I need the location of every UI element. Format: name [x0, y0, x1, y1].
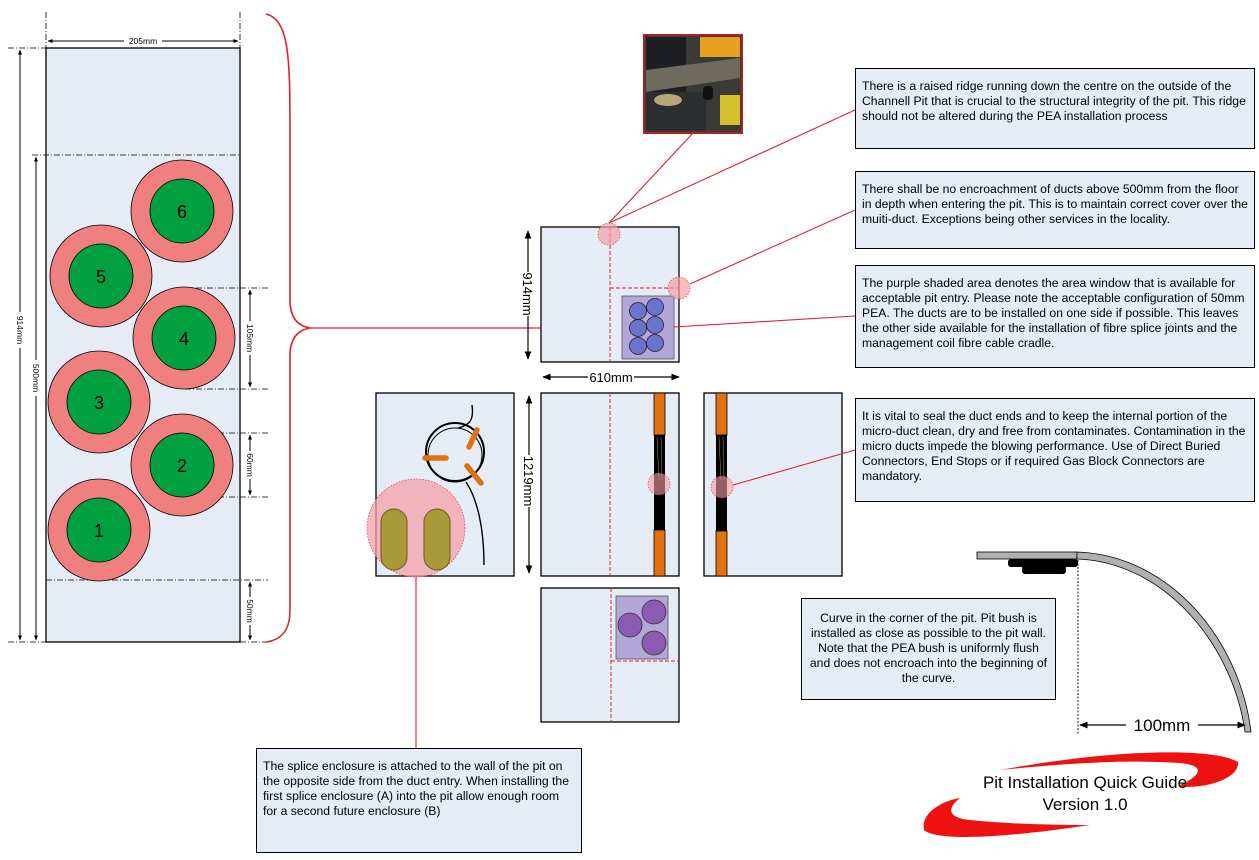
note-ridge: There is a raised ridge running down the… [855, 68, 1255, 149]
duct-6: 6 [130, 159, 234, 263]
seal-highlight-left [647, 472, 671, 496]
duct-1: 1 [47, 478, 151, 582]
duct-4: 4 [132, 286, 236, 390]
duct-label: 4 [179, 329, 189, 349]
pit-end-view [703, 392, 843, 577]
duct-label: 5 [96, 267, 106, 287]
duct-label: 6 [177, 202, 187, 222]
duct-cross-section: 205mm 914mm 500mm 105mm 60mm 50mm [8, 12, 268, 643]
title-swoosh-bottom [923, 798, 1090, 837]
spacing-label-b: 60mm [245, 453, 255, 477]
duct-label: 3 [94, 393, 104, 413]
duct-label: 2 [177, 456, 187, 476]
splice-enclosure-view [366, 392, 515, 578]
pea-ducts [629, 298, 664, 355]
ridge-photo [643, 34, 743, 134]
note-purple-area: The purple shaded area denotes the area … [855, 265, 1255, 368]
width-label: 205mm [129, 36, 157, 46]
leader-lines [415, 109, 856, 750]
spacing-label-a: 105mm [245, 324, 255, 352]
pit-plan-view [540, 587, 680, 723]
top-view-height-label: 914mm [520, 272, 535, 315]
pit-top-view: 914mm 610mm [520, 222, 691, 385]
duct-label: 1 [94, 521, 104, 541]
splice-enclosure-b [423, 508, 451, 571]
bottom-label: 50mm [245, 599, 255, 623]
height-label-outer: 914mm [15, 316, 25, 344]
duct-3: 3 [47, 350, 151, 454]
note-curve: Curve in the corner of the pit. Pit bush… [801, 598, 1056, 700]
note-encroachment: There shall be no encroachment of ducts … [855, 171, 1255, 249]
coil-clips [422, 427, 484, 486]
seal-highlight-right [710, 475, 734, 499]
guide-version: Version 1.0 [1042, 795, 1128, 814]
side-view-height-label: 1219mm [521, 456, 536, 507]
splice-enclosure-a [380, 508, 408, 571]
curve-detail: 100mm [976, 551, 1252, 735]
pea-ducts-plan [617, 599, 667, 656]
note-seal: It is vital to seal the duct ends and to… [855, 398, 1255, 502]
pit-side-view: 1219mm [521, 392, 680, 577]
guide-title-line1: Pit Installation Quick Guide [982, 773, 1188, 792]
depth-highlight [667, 276, 691, 300]
top-view-width-label: 610mm [589, 370, 632, 385]
title-swoosh-top [1000, 752, 1239, 787]
curve-width-label: 100mm [1134, 716, 1191, 735]
note-splice: The splice enclosure is attached to the … [256, 748, 582, 853]
bracket-brace [265, 13, 311, 643]
height-label-inner: 500mm [31, 364, 41, 392]
duct-2: 2 [130, 413, 234, 517]
pit-wall-curve [1076, 551, 1252, 733]
duct-5: 5 [49, 224, 153, 328]
ridge-highlight [597, 222, 621, 246]
guide-title: Pit Installation Quick Guide Version 1.0 [935, 772, 1235, 816]
